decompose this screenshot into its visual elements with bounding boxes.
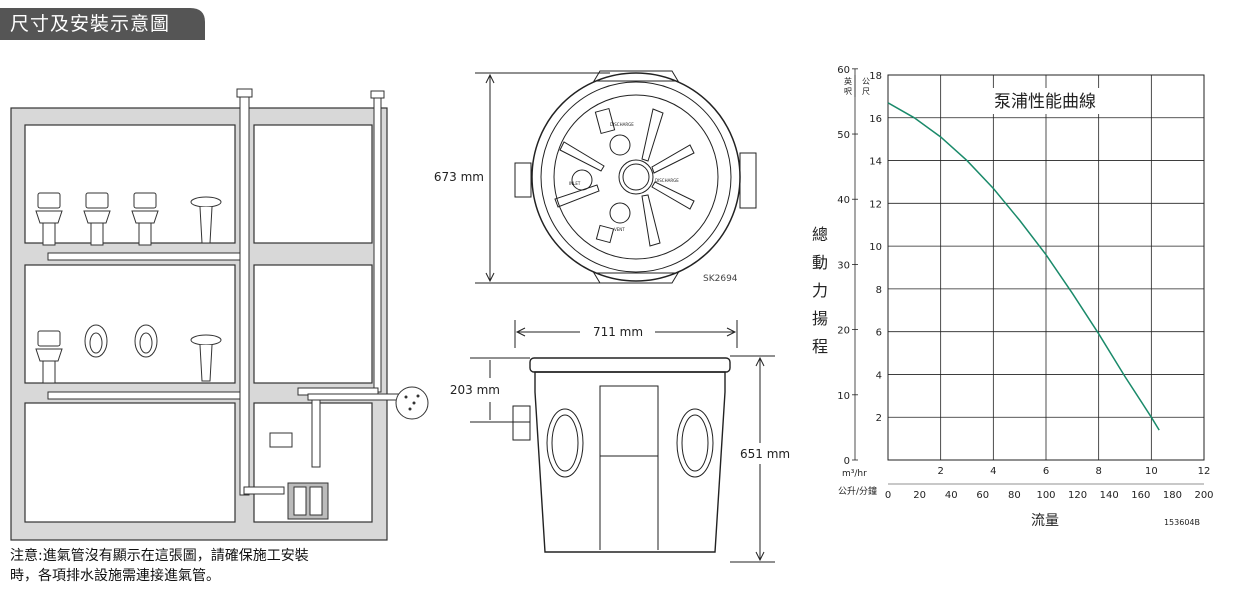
y-meter-tick-label: 12 xyxy=(869,199,882,210)
x-lpm-tick-label: 160 xyxy=(1131,490,1150,501)
top-view-code: SK2694 xyxy=(703,274,738,284)
y-meter-tick-label: 14 xyxy=(869,157,882,168)
x-lpm-tick-label: 200 xyxy=(1194,490,1213,501)
inlet-label: INLET xyxy=(569,181,581,186)
pump-performance-chart: 2 4 6 8 10 12 14 16 18 0 10 20 30 40 50 60 2 4 6 8 10 12 0 2… xyxy=(812,65,1214,529)
svg-text:DISCHARGE: DISCHARGE xyxy=(610,122,634,127)
y-axis-label-char: 程 xyxy=(812,337,828,356)
unit-meter-1: 公 xyxy=(862,77,870,86)
y-axis-label-char: 力 xyxy=(812,281,828,300)
installation-note: 注意:進氣管沒有顯示在這張圖，請確保施工安裝 時，各項排水設施需連接進氣管。 xyxy=(10,546,410,586)
y-meter-tick-label: 10 xyxy=(869,242,882,253)
installation-diagram xyxy=(10,88,429,541)
y-meter-tick-label: 6 xyxy=(876,328,882,339)
y-axis-label-char: 揚 xyxy=(812,309,828,328)
svg-text:DISCHARGE: DISCHARGE xyxy=(655,178,679,183)
x-lpm-ticks: 0 20 40 60 80 100 120 140 160 180 200 xyxy=(885,483,1214,501)
y-axis-label-char: 動 xyxy=(812,253,828,272)
x-m3hr-tick-label: 2 xyxy=(937,466,943,477)
y-feet-tick-label: 50 xyxy=(837,130,850,141)
note-line-2: 時，各項排水設施需連接進氣管。 xyxy=(10,568,220,584)
x-m3hr-ticks: 2 4 6 8 10 12 xyxy=(937,466,1210,477)
x-axis-label: 流量 xyxy=(1031,513,1059,529)
y-feet-tick-label: 30 xyxy=(837,260,850,271)
x-m3hr-tick-label: 6 xyxy=(1043,466,1049,477)
performance-curve xyxy=(887,102,1160,431)
x-m3hr-tick-label: 8 xyxy=(1095,466,1101,477)
y-meter-tick-label: 8 xyxy=(876,285,882,296)
y-meter-tick-label: 4 xyxy=(876,370,882,381)
page-title: 尺寸及安裝示意圖 xyxy=(10,13,171,35)
y-meter-tick-label: 18 xyxy=(869,71,882,82)
x-m3hr-tick-label: 4 xyxy=(990,466,996,477)
x-m3hr-tick-label: 10 xyxy=(1145,466,1158,477)
x-unit-lpm: 公升/分鐘 xyxy=(838,485,877,497)
y-feet-tick-label: 20 xyxy=(837,326,850,337)
x-lpm-tick-label: 180 xyxy=(1163,490,1182,501)
y-meter-tick-label: 16 xyxy=(869,114,882,125)
x-lpm-tick-label: 140 xyxy=(1100,490,1119,501)
unit-feet-1: 英 xyxy=(844,76,852,86)
y-axis-label-char: 總 xyxy=(812,225,828,244)
x-unit-m3hr: m³/hr xyxy=(842,469,867,479)
x-lpm-tick-label: 100 xyxy=(1036,490,1055,501)
note-line-1: 注意:進氣管沒有顯示在這張圖，請確保施工安裝 xyxy=(10,548,309,564)
y-feet-tick-label: 0 xyxy=(844,456,850,467)
x-lpm-tick-label: 60 xyxy=(976,490,989,501)
chart-title: 泵浦性能曲線 xyxy=(994,92,1096,112)
top-section-dimension-label: 203 mm xyxy=(450,383,500,397)
unit-meter-2: 尺 xyxy=(862,87,870,96)
x-m3hr-tick-label: 12 xyxy=(1198,466,1211,477)
y-feet-tick-label: 40 xyxy=(837,195,850,206)
vent-label: VENT xyxy=(614,227,625,232)
chart-code: 153604B xyxy=(1164,518,1200,527)
top-dimension-label: 673 mm xyxy=(434,170,484,184)
y-feet-ticks: 0 10 20 30 40 50 60 xyxy=(837,65,858,467)
x-lpm-tick-label: 20 xyxy=(913,490,926,501)
unit-feet-2: 呎 xyxy=(844,87,852,96)
x-lpm-tick-label: 80 xyxy=(1008,490,1021,501)
y-feet-tick-label: 60 xyxy=(837,65,850,76)
x-lpm-tick-label: 0 xyxy=(885,490,891,501)
grid-lines xyxy=(888,74,1204,460)
height-dimension-label: 651 mm xyxy=(740,447,790,461)
y-meter-tick-label: 2 xyxy=(876,413,882,424)
y-meter-ticks: 2 4 6 8 10 12 14 16 18 xyxy=(869,71,882,424)
pump-top-view: DISCHARGE DISCHARGE VENT INLET 673 mm SK… xyxy=(434,70,757,284)
x-lpm-tick-label: 40 xyxy=(945,490,958,501)
title-banner xyxy=(0,8,205,40)
width-dimension-label: 711 mm xyxy=(593,325,643,339)
x-lpm-tick-label: 120 xyxy=(1068,490,1087,501)
pump-side-view: 711 mm 203 mm 651 mm xyxy=(450,320,790,563)
y-feet-tick-label: 10 xyxy=(837,391,850,402)
